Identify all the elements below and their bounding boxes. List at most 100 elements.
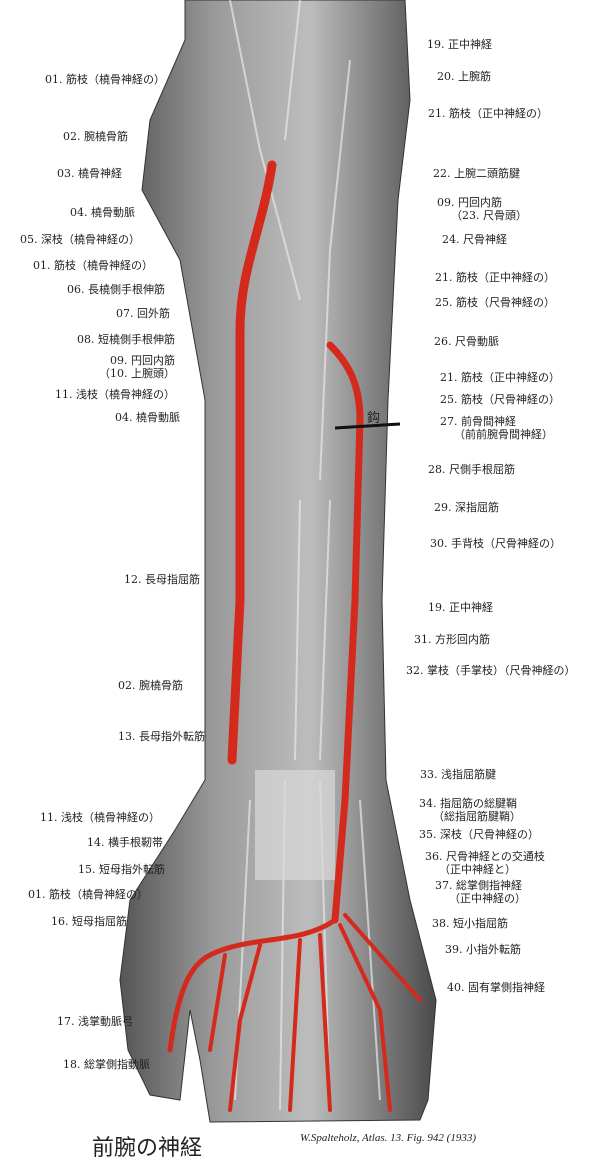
- label-line: 02. 腕橈骨筋: [63, 130, 128, 143]
- right-label: 24. 尺骨神経: [442, 233, 507, 246]
- label-line: 01. 筋枝（橈骨神経の）: [45, 73, 165, 86]
- label-line: （正中神経と）: [439, 863, 516, 876]
- label-line: 01. 筋枝（橈骨神経の）: [33, 259, 153, 272]
- label-line: 26. 尺骨動脈: [434, 335, 499, 348]
- label-line: 08. 短橈側手根伸筋: [77, 333, 175, 346]
- left-label: 11. 浅枝（橈骨神経の）: [55, 388, 175, 401]
- right-label: 35. 深枝（尺骨神経の）: [419, 828, 539, 841]
- label-line: 21. 筋枝（正中神経の）: [428, 107, 548, 120]
- figure-citation: W.Spalteholz, Atlas. 13. Fig. 942 (1933): [300, 1132, 476, 1144]
- label-line: 01. 筋枝（橈骨神経の）: [28, 888, 148, 901]
- right-label: 25. 筋枝（尺骨神経の）: [435, 296, 555, 309]
- right-label: 34. 指屈筋の総腱鞘（総指屈筋腱鞘）: [419, 797, 521, 823]
- left-label: 14. 横手根靭帯: [87, 836, 163, 849]
- label-line: 31. 方形回内筋: [414, 633, 490, 646]
- right-label: 26. 尺骨動脈: [434, 335, 499, 348]
- flexor-retinaculum: [255, 770, 335, 880]
- left-label: 08. 短橈側手根伸筋: [77, 333, 175, 346]
- right-label: 19. 正中神経: [428, 601, 493, 614]
- right-label: 39. 小指外転筋: [445, 943, 521, 956]
- label-line: 13. 長母指外転筋: [118, 730, 205, 743]
- left-label: 09. 円回内筋（10. 上腕頭）: [99, 354, 175, 380]
- right-label: 38. 短小指屈筋: [432, 917, 508, 930]
- left-label: 02. 腕橈骨筋: [118, 679, 183, 692]
- right-label: 30. 手背枝（尺骨神経の）: [430, 537, 561, 550]
- right-label: 25. 筋枝（尺骨神経の）: [440, 393, 560, 406]
- left-label: 17. 浅掌動脈弓: [57, 1015, 133, 1028]
- right-label: 33. 浅指屈筋腱: [420, 768, 496, 781]
- label-line: （総指屈筋腱鞘）: [433, 810, 521, 823]
- label-line: 04. 橈骨動脈: [70, 206, 135, 219]
- label-line: 21. 筋枝（正中神経の）: [435, 271, 555, 284]
- label-line: 38. 短小指屈筋: [432, 917, 508, 930]
- hook: [334, 422, 401, 430]
- right-label: 21. 筋枝（正中神経の）: [435, 271, 555, 284]
- label-line: 05. 深枝（橈骨神経の）: [20, 233, 140, 246]
- label-line: 24. 尺骨神経: [442, 233, 507, 246]
- label-line: 19. 正中神経: [427, 38, 492, 51]
- left-label: 18. 総掌側指動脈: [63, 1058, 150, 1071]
- label-line: 09. 円回内筋: [110, 354, 175, 367]
- label-line: 29. 深指屈筋: [434, 501, 499, 514]
- label-line: 14. 横手根靭帯: [87, 836, 163, 849]
- label-line: 34. 指屈筋の総腱鞘: [419, 797, 517, 810]
- left-label: 16. 短母指屈筋: [51, 915, 127, 928]
- label-line: 32. 掌枝（手掌枝）（尺骨神経の）: [406, 664, 576, 677]
- label-line: 11. 浅枝（橈骨神経の）: [40, 811, 160, 824]
- hook-label: 鈎: [367, 411, 381, 426]
- right-label: 40. 固有掌側指神経: [447, 981, 545, 994]
- label-line: 27. 前骨間神経: [440, 415, 516, 428]
- left-label: 11. 浅枝（橈骨神経の）: [40, 811, 160, 824]
- ulnar-artery: [326, 341, 364, 924]
- right-label: 22. 上腕二頭筋腱: [433, 167, 520, 180]
- label-line: 09. 円回内筋: [437, 196, 502, 209]
- left-label: 13. 長母指外転筋: [118, 730, 205, 743]
- label-line: 17. 浅掌動脈弓: [57, 1015, 133, 1028]
- label-line: （正中神経の）: [449, 892, 526, 905]
- right-label: 36. 尺骨神経との交通枝（正中神経と）: [425, 850, 545, 876]
- right-label: 32. 掌枝（手掌枝）（尺骨神経の）: [406, 664, 576, 677]
- left-label: 01. 筋枝（橈骨神経の）: [28, 888, 148, 901]
- left-label: 06. 長橈側手根伸筋: [67, 283, 165, 296]
- label-line: 02. 腕橈骨筋: [118, 679, 183, 692]
- label-line: 40. 固有掌側指神経: [447, 981, 545, 994]
- right-label: 37. 総掌側指神経（正中神経の）: [435, 879, 526, 905]
- right-label: 27. 前骨間神経（前前腕骨間神経）: [440, 415, 553, 441]
- label-line: 07. 回外筋: [116, 307, 170, 320]
- label-line: 36. 尺骨神経との交通枝: [425, 850, 545, 863]
- left-label: 01. 筋枝（橈骨神経の）: [45, 73, 165, 86]
- label-line: 15. 短母指外転筋: [78, 863, 165, 876]
- left-label: 04. 橈骨動脈: [70, 206, 135, 219]
- label-line: 18. 総掌側指動脈: [63, 1058, 150, 1071]
- label-line: 16. 短母指屈筋: [51, 915, 127, 928]
- right-label: 09. 円回内筋（23. 尺骨頭）: [437, 196, 527, 222]
- right-label: 31. 方形回内筋: [414, 633, 490, 646]
- label-line: 28. 尺側手根屈筋: [428, 463, 515, 476]
- right-label: 28. 尺側手根屈筋: [428, 463, 515, 476]
- left-label: 01. 筋枝（橈骨神経の）: [33, 259, 153, 272]
- label-line: 06. 長橈側手根伸筋: [67, 283, 165, 296]
- label-line: （前前腕骨間神経）: [454, 428, 553, 441]
- left-label: 07. 回外筋: [116, 307, 170, 320]
- left-label: 04. 橈骨動脈: [115, 411, 180, 424]
- label-line: 30. 手背枝（尺骨神経の）: [430, 537, 561, 550]
- right-label: 21. 筋枝（正中神経の）: [440, 371, 560, 384]
- left-label: 05. 深枝（橈骨神経の）: [20, 233, 140, 246]
- label-line: 11. 浅枝（橈骨神経の）: [55, 388, 175, 401]
- label-line: 21. 筋枝（正中神経の）: [440, 371, 560, 384]
- left-label: 03. 橈骨神経: [57, 167, 122, 180]
- superficial-palmar-arch: [167, 917, 338, 1053]
- radial-artery: [227, 160, 277, 765]
- label-line: 35. 深枝（尺骨神経の）: [419, 828, 539, 841]
- label-line: 37. 総掌側指神経: [435, 879, 522, 892]
- left-label: 15. 短母指外転筋: [78, 863, 165, 876]
- label-line: 33. 浅指屈筋腱: [420, 768, 496, 781]
- label-line: 19. 正中神経: [428, 601, 493, 614]
- left-label: 02. 腕橈骨筋: [63, 130, 128, 143]
- label-line: 20. 上腕筋: [437, 70, 491, 83]
- label-line: 03. 橈骨神経: [57, 167, 122, 180]
- label-line: 12. 長母指屈筋: [124, 573, 200, 586]
- label-line: 25. 筋枝（尺骨神経の）: [440, 393, 560, 406]
- figure-title: 前腕の神経: [92, 1136, 203, 1161]
